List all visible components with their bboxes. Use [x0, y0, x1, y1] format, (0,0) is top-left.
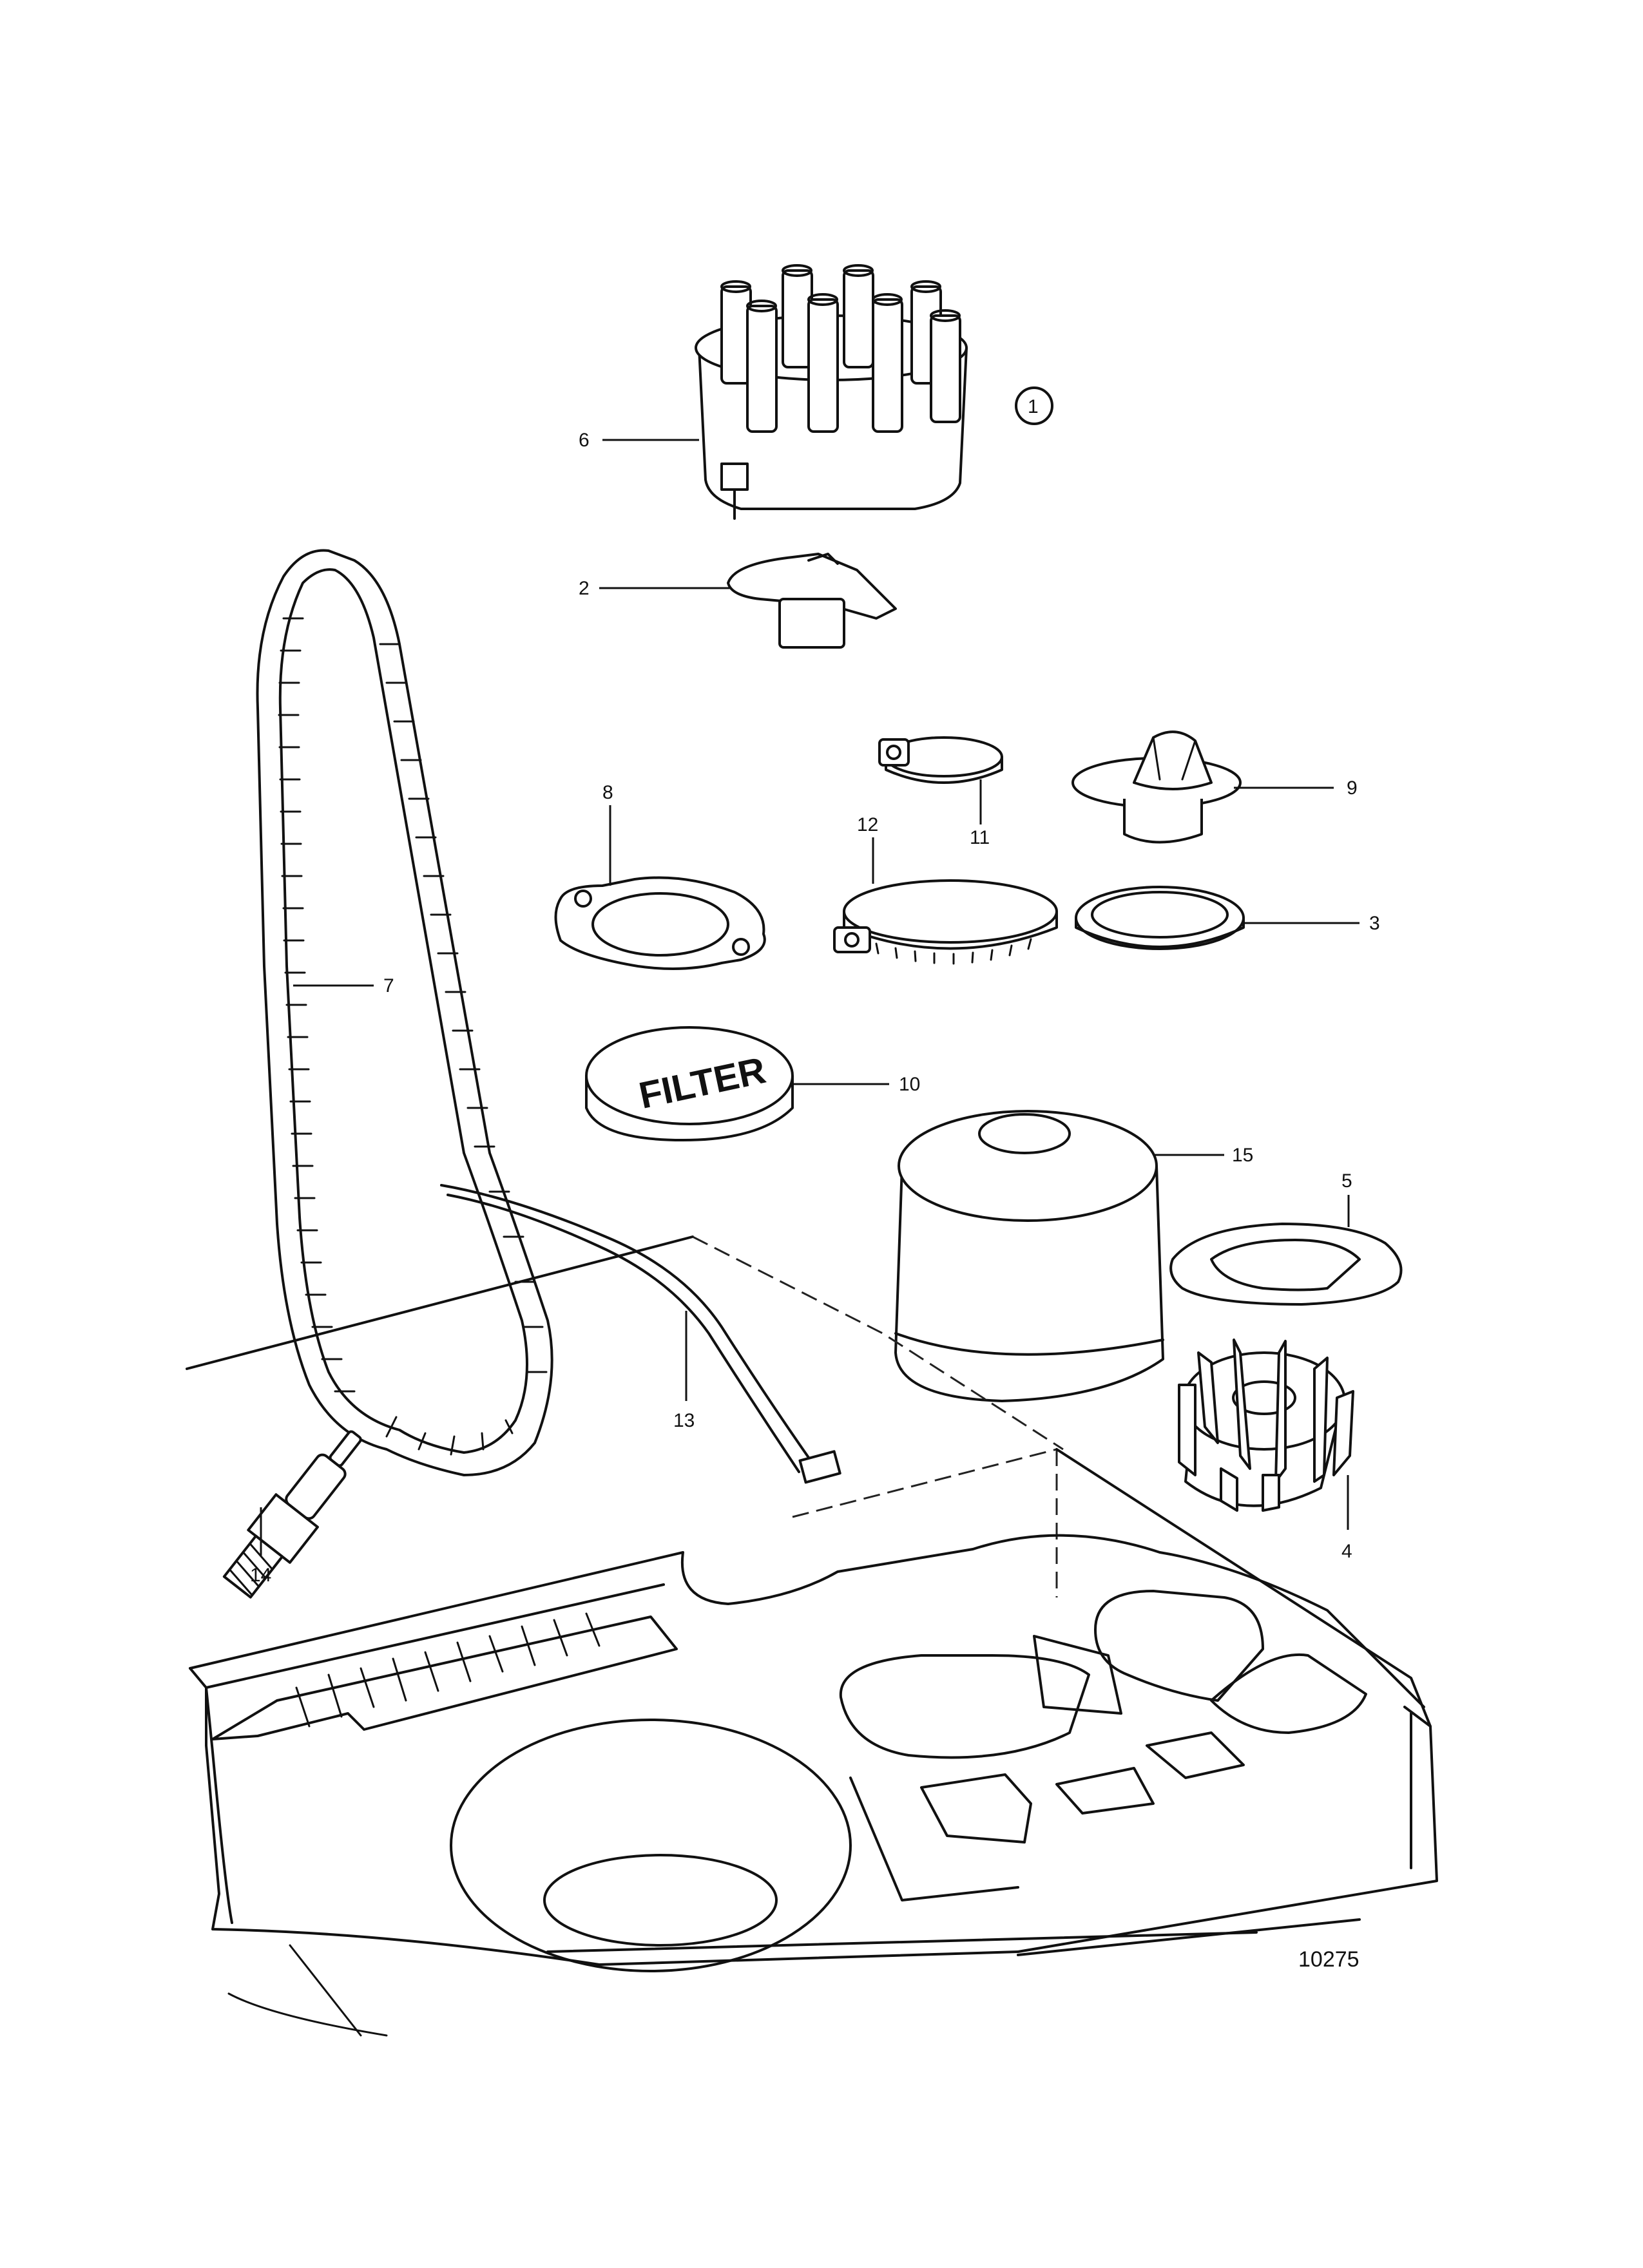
- gasket-drawing: [554, 876, 766, 970]
- callout-11: 11: [970, 827, 990, 848]
- thermostat-drawing: [1071, 730, 1242, 844]
- callout-3: 3: [1369, 913, 1380, 934]
- drawing-number: 10275: [1298, 1947, 1360, 1972]
- callout-7: 7: [383, 975, 394, 996]
- impeller-drawing: [1178, 1339, 1354, 1512]
- small-hose-clamp-drawing: [878, 736, 1003, 784]
- impeller-gasket-drawing: [1169, 1223, 1403, 1306]
- callout-4: 4: [1341, 1541, 1352, 1562]
- cable-tie-drawing: [440, 1184, 841, 1484]
- callout-6: 6: [579, 430, 590, 451]
- callout-8: 8: [602, 782, 613, 803]
- callout-14: 14: [250, 1565, 271, 1586]
- group-marker: 1: [1028, 396, 1039, 417]
- group-marker-circle: [1015, 386, 1053, 425]
- filter-element-drawing: FILTER: [585, 1026, 794, 1141]
- sealing-ring-drawing: [1075, 886, 1245, 950]
- distributor-cap-drawing: [695, 264, 968, 520]
- spark-plug-drawing: [222, 1430, 362, 1599]
- oil-filter-drawing: [894, 1110, 1164, 1402]
- callout-2: 2: [579, 578, 590, 599]
- callout-15: 15: [1232, 1145, 1253, 1166]
- callout-13: 13: [673, 1410, 695, 1431]
- callout-9: 9: [1347, 777, 1358, 799]
- callout-12: 12: [857, 814, 878, 835]
- callout-10: 10: [899, 1074, 920, 1095]
- rotor-arm-drawing: [727, 553, 897, 649]
- parts-case-drawing: [186, 1235, 1438, 2037]
- large-hose-clamp-drawing: [833, 879, 1058, 965]
- callout-5: 5: [1341, 1170, 1352, 1192]
- drive-belt-drawing: [256, 549, 553, 1476]
